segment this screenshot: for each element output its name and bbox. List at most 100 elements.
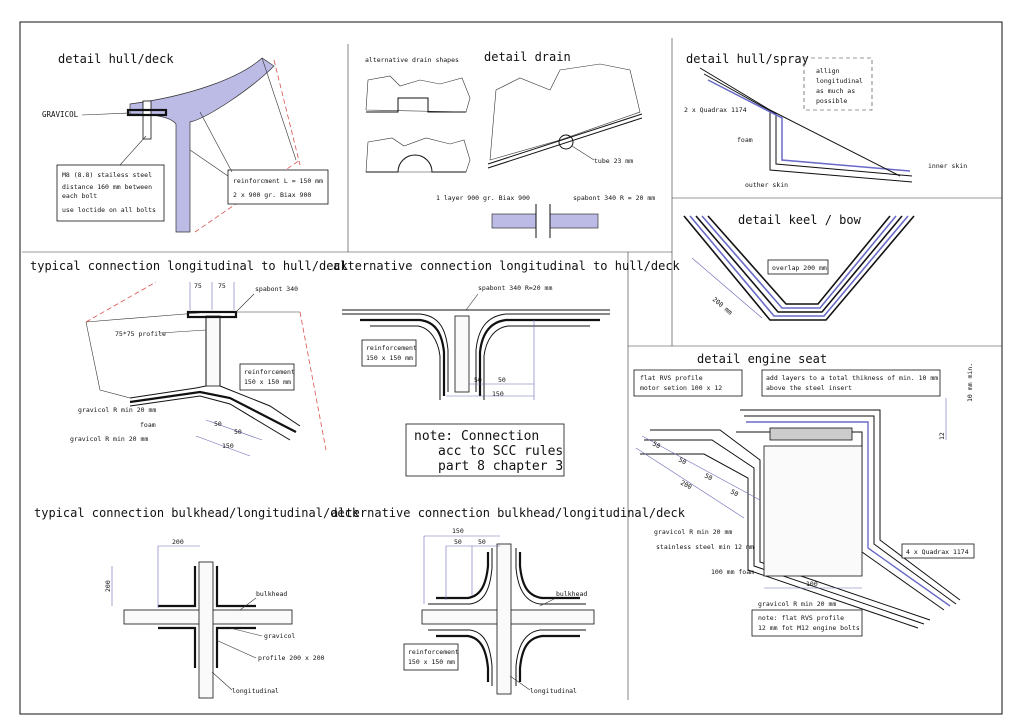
- engine-d100: 100: [806, 580, 818, 588]
- quadrax-label: 2 x Quadrax 1174: [684, 106, 747, 114]
- hull-laminate: [129, 57, 275, 233]
- alt-long-d150: 150: [492, 390, 504, 398]
- typ-long-reinf-1: reinforcement: [244, 368, 295, 376]
- alt-long-web: [454, 315, 470, 393]
- quadrax-box: [901, 543, 975, 559]
- note-line-3: part 8 chapter 3: [438, 459, 563, 474]
- typ-bulk-profile: profile 200 x 200: [258, 654, 325, 662]
- typ-bulk-web: [198, 561, 214, 699]
- alt-bulk-title: alternative connection bulkhead/longitud…: [331, 506, 686, 520]
- engine-foam-label: 100 mm foam: [711, 568, 754, 576]
- typ-long-reinf-2: 150 x 150 mm: [244, 378, 291, 386]
- reinf-note-line-2: 2 x 900 gr. Biax 900: [233, 191, 311, 199]
- inner-skin-label: inner skin: [928, 162, 967, 170]
- drain-tube: [558, 134, 574, 150]
- note-line-2: acc to SCC rules: [438, 444, 563, 459]
- bolt: [142, 100, 152, 140]
- engine-d50d: 50: [729, 488, 740, 499]
- drain-alt-shapes: alternative drain shapes: [365, 56, 459, 64]
- flat-1: flat RVS profile: [640, 374, 703, 382]
- note2-2: 12 mm fot M12 engine bolts: [758, 624, 860, 632]
- drain-layer-label: 1 layer 900 gr. Biax 900: [436, 194, 530, 202]
- alt-long-title: alternative connection longitudinal to h…: [333, 259, 681, 273]
- typ-long-title: typical connection longitudinal to hull/…: [30, 259, 349, 273]
- typ-long-foam: foam: [140, 421, 156, 429]
- typ-long-grav2: gravicol R min 20 mm: [70, 435, 148, 443]
- note-line-1: note: Connection: [414, 429, 539, 444]
- alt-long-d50b: 50: [498, 376, 506, 384]
- typ-long-reinf-box: [239, 363, 295, 391]
- rules-note: note: Connection acc to SCC rules part 8…: [405, 423, 565, 477]
- note2-box: [751, 609, 863, 637]
- alt-bulk-longitudinal: longitudinal: [530, 687, 577, 695]
- engine-d50b: 50: [677, 456, 688, 467]
- spray-foam-label: foam: [737, 136, 753, 144]
- bolt-note-line-4: use loctide on all bolts: [62, 206, 156, 214]
- panel-typ-longitudinal: typical connection longitudinal to hull/…: [30, 259, 349, 457]
- typ-bulk-d200b: 200: [104, 580, 112, 592]
- typ-bulk-longitudinal: longitudinal: [232, 687, 279, 695]
- drain-title: detail drain: [484, 50, 571, 64]
- engine-d10: 10 mm min.: [966, 363, 974, 402]
- engine-d12: 12: [938, 432, 946, 440]
- engine-grav2: gravicol R min 20 mm: [758, 600, 836, 608]
- note2-1: note: flat RVS profile: [758, 614, 844, 622]
- keel-bow-title: detail keel / bow: [738, 213, 862, 227]
- bolt-note-line-1: M8 (8.8) stailess steel: [62, 171, 152, 179]
- typ-long-d50b: 50: [234, 428, 242, 436]
- typ-bulk-gravicol: gravicol: [264, 632, 295, 640]
- reinf-note-line-1: reinforcment L = 150 mm: [233, 177, 323, 185]
- typ-long-profile: 75*75 profile: [115, 330, 166, 338]
- engine-foam: [763, 445, 863, 577]
- panel-alt-longitudinal: alternative connection longitudinal to h…: [333, 259, 681, 400]
- hull-spray-title: detail hull/spray: [686, 52, 809, 66]
- drain-spabont-label: spabont 340 R = 20 mm: [573, 194, 655, 202]
- steel-insert: [769, 427, 853, 441]
- engine-d50a: 50: [651, 440, 662, 451]
- bolt-note-box: [56, 164, 165, 222]
- gravicol-label: GRAVICOL: [42, 110, 79, 119]
- overlap-box: [767, 259, 829, 275]
- engine-stainless: stainless steel min 12 mm: [656, 543, 754, 551]
- allign-3: as much as: [816, 87, 855, 95]
- drain-section-left: [491, 213, 537, 229]
- allign-4: possible: [816, 97, 847, 105]
- sheet-border: [19, 21, 1003, 715]
- hull-deck-title: detail hull/deck: [58, 52, 174, 66]
- alt-long-reinf-1: reinforcement: [366, 344, 417, 352]
- keel-layers: [683, 215, 915, 321]
- alt-bulk-d50a: 50: [454, 538, 462, 546]
- engine-quadrax: 4 x Quadrax 1174: [906, 548, 969, 556]
- reinf-note-box: [227, 169, 329, 205]
- alt-bulk-reinf-1: reinforcement: [408, 648, 459, 656]
- allign-1: allign: [816, 67, 840, 75]
- panel-dividers: [22, 38, 1002, 700]
- panel-hull-spray: detail hull/spray allign longitudinal as…: [684, 52, 967, 189]
- typ-long-d150: 150: [222, 442, 234, 450]
- panel-alt-bulkhead: alternative connection bulkhead/longitud…: [331, 506, 686, 695]
- typ-bulk-d200a: 200: [172, 538, 184, 546]
- engine-grav1: gravicol R min 20 mm: [654, 528, 732, 536]
- allign-2: longitudinal: [816, 77, 863, 85]
- alt-bulk-d50b: 50: [478, 538, 486, 546]
- layers-2: above the steel insert: [766, 384, 852, 392]
- engine-d200: 200: [679, 479, 693, 492]
- alt-bulk-bulkhead: bulkhead: [556, 590, 587, 598]
- alt-bulk-web: [496, 543, 512, 695]
- panel-hull-deck: detail hull/deck GRAVICOL M8 (8.8) stail…: [42, 52, 329, 233]
- outer-skin-label: outher skin: [745, 181, 788, 189]
- drain-section-right: [549, 213, 599, 229]
- engine-d50c: 50: [703, 472, 714, 483]
- alt-long-d50a: 50: [474, 376, 482, 384]
- bolt-note-line-3: each bolt: [62, 192, 97, 200]
- spray-laminate: [699, 67, 913, 183]
- typ-long-d75b: 75: [218, 282, 226, 290]
- panel-engine-seat: detail engine seat flat RVS profile moto…: [633, 352, 975, 637]
- alt-long-reinf-box: [361, 339, 417, 367]
- panel-typ-bulkhead: typical connection bulkhead/longitudinal…: [34, 506, 360, 699]
- alt-long-reinf-2: 150 x 150 mm: [366, 354, 413, 362]
- typ-long-spabont: spabont 340: [255, 285, 298, 293]
- typ-long-d50a: 50: [214, 420, 222, 428]
- typ-long-d75a: 75: [194, 282, 202, 290]
